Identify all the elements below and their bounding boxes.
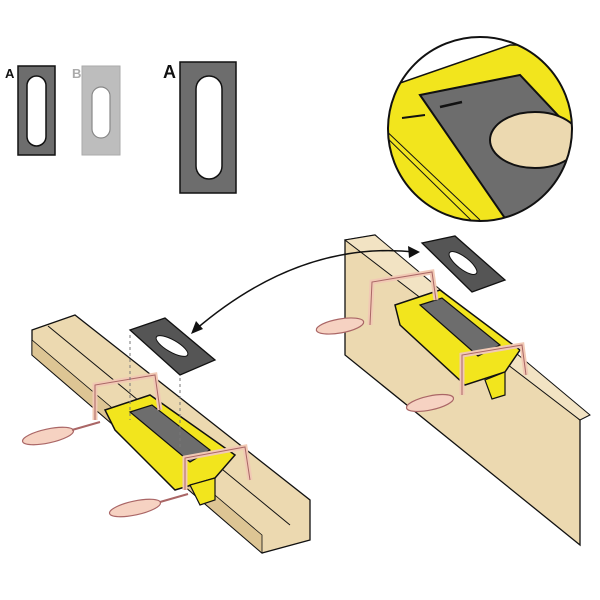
template-b-small-label: B (72, 66, 81, 81)
transfer-arrow (191, 246, 420, 334)
template-a-small-label: A (5, 66, 15, 81)
template-a-large-label: A (163, 62, 176, 82)
template-a-large (179, 61, 237, 194)
right-template-floating (420, 235, 507, 293)
clamp-handle (108, 498, 162, 518)
clamp-handle (21, 426, 75, 446)
clamp-handle (315, 317, 365, 335)
template-b-small (81, 65, 121, 156)
template-a-small (17, 65, 56, 156)
left-clamp-2 (108, 444, 253, 518)
left-clamp-1 (21, 372, 163, 446)
detail-magnifier (387, 36, 573, 222)
right-clamp-1 (315, 269, 439, 335)
right-clamp-2 (405, 342, 529, 413)
clamp-handle (405, 393, 455, 413)
left-template-floating (128, 317, 217, 450)
left-jig (103, 394, 237, 506)
right-jig (394, 289, 522, 400)
